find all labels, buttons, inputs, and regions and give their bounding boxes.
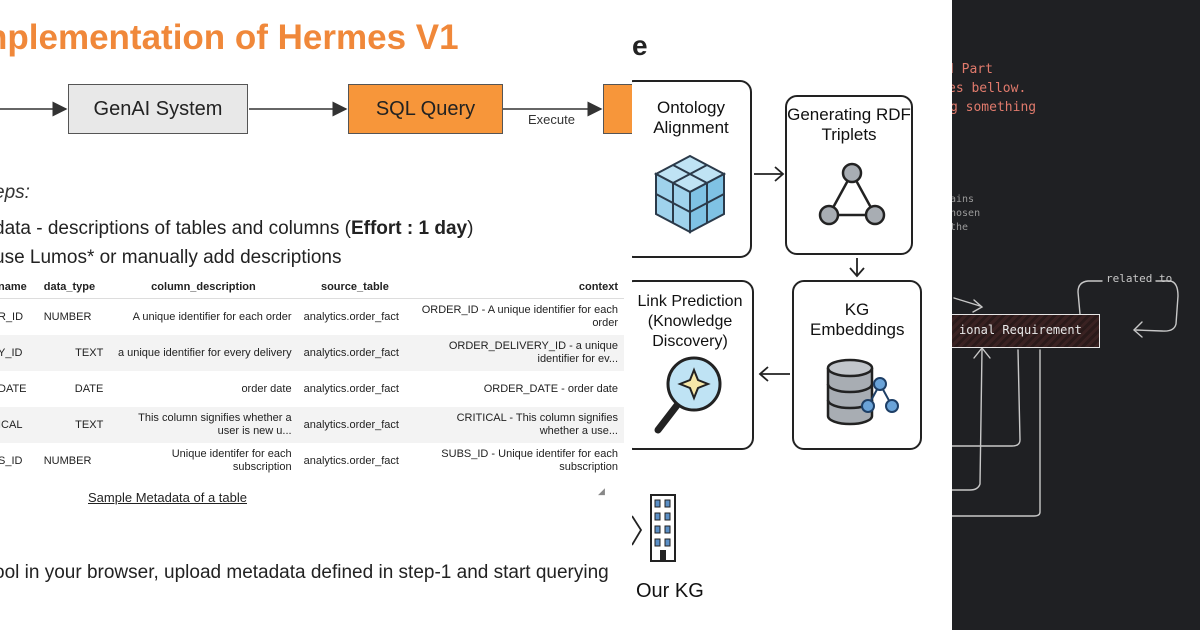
magnifier-sparkle-icon — [654, 356, 722, 434]
related-to-line-right — [1135, 280, 1179, 332]
col-header-context: context — [412, 276, 624, 299]
cell-name: S_ID — [0, 454, 23, 467]
arrowhead-rdf-to-kg — [849, 267, 865, 278]
sketch-arrow-left — [953, 297, 981, 307]
table-row: Y_ID TEXT a unique identifier for every … — [0, 335, 624, 371]
sketch-line-1 — [952, 349, 983, 491]
related-to-arrowhead — [1132, 321, 1143, 338]
cell-source-table: analytics.order_fact — [303, 382, 399, 395]
cell-name: ICAL — [0, 407, 38, 443]
metadata-table: name data_type column_description source… — [0, 276, 624, 479]
link-label: Link Prediction (Knowledge Discovery) — [637, 293, 743, 350]
arrowhead-kg-to-link — [758, 366, 769, 382]
col-header-column-description: column_description — [109, 276, 298, 299]
table-row: S_ID NUMBER Unique identifer for each su… — [0, 443, 624, 479]
resize-handle-icon[interactable]: ◢ — [598, 486, 605, 496]
kg-embeddings-label: KG Embeddings — [810, 300, 905, 339]
slide-title: nplementation of Hermes V1 — [0, 18, 459, 57]
flow-arrows — [0, 101, 603, 117]
building-icon — [650, 494, 676, 562]
cell-context: ORDER_DATE - order date — [483, 382, 618, 395]
kg-pipeline-diagram: e Ontology Alignment Generating RDF Trip… — [632, 0, 952, 630]
cell-column-description: Unique identifer for each subscription — [171, 448, 292, 473]
step1-pre: data - descriptions of tables and column… — [0, 218, 351, 239]
requirement-node[interactable]: ional Requirement — [952, 314, 1100, 348]
cell-data-type: TEXT — [37, 407, 110, 443]
cell-source-table: analytics.order_fact — [303, 310, 399, 323]
table-row: R_ID NUMBER A unique identifier for each… — [0, 299, 624, 336]
note-line-2: es bellow. — [952, 81, 1027, 96]
cell-column-description: This column signifies whether a user is … — [109, 407, 298, 443]
sketch-connectors — [952, 280, 1179, 517]
col-header-name: name — [0, 276, 38, 299]
step2-text: ool in your browser, upload metadata def… — [0, 562, 609, 583]
step1-effort: Effort : 1 day — [350, 218, 468, 239]
table-row: DATE DATE order date analytics.order_fac… — [0, 371, 624, 407]
our-kg-label: Our KG — [636, 580, 704, 602]
result-box — [603, 84, 632, 134]
sql-query-box: SQL Query — [348, 84, 503, 134]
col-header-source-table: source_table — [297, 276, 413, 299]
genai-system-box: GenAI System — [68, 84, 248, 134]
card-kg-embeddings: KG Embeddings — [792, 280, 922, 450]
arrowhead-ontology-to-rdf — [774, 166, 785, 182]
step1-post: ) — [467, 218, 474, 239]
card-link-prediction: Link Prediction (Knowledge Discovery) — [632, 280, 754, 450]
ontology-label: Ontology Alignment — [653, 98, 729, 137]
related-to-line-left — [1077, 280, 1103, 315]
cell-context: CRITICAL - This column signifies whether… — [412, 407, 624, 443]
gray-note-2: hosen — [952, 208, 981, 219]
chevron-right-icon — [632, 515, 643, 546]
cell-data-type: DATE — [74, 382, 104, 395]
sketch-line-2 — [952, 349, 1021, 447]
cell-column-description: a unique identifier for every delivery — [109, 335, 298, 371]
diagram-title: e — [632, 30, 648, 61]
cell-context: SUBS_ID - Unique identifer for each subs… — [441, 448, 618, 473]
cell-source-table: analytics.order_fact — [303, 454, 399, 467]
genai-label: GenAI System — [93, 97, 223, 120]
related-to-label: related to — [1106, 272, 1173, 285]
database-icon — [826, 358, 899, 426]
hermes-slide: nplementation of Hermes V1 GenAI System … — [0, 18, 632, 583]
requirement-label: ional Requirement — [959, 323, 1082, 337]
card-rdf-triplets: Generating RDF Triplets — [785, 95, 913, 255]
cell-context: ORDER_ID - A unique identifier for each … — [421, 304, 618, 329]
sql-label: SQL Query — [375, 97, 476, 120]
pipeline-arrows — [632, 166, 865, 546]
card-ontology-alignment: Ontology Alignment — [632, 80, 752, 258]
cell-data-type: NUMBER — [43, 310, 92, 323]
step1-text: data - descriptions of tables and column… — [0, 218, 473, 240]
execute-label: Execute — [528, 112, 575, 127]
sketch-line-3 — [952, 349, 1041, 517]
gray-note-3: the — [952, 222, 969, 233]
table-header-row: name data_type column_description source… — [0, 276, 624, 299]
cell-data-type: TEXT — [37, 335, 110, 371]
cell-data-type: NUMBER — [43, 454, 92, 467]
rdf-label: Generating RDF Triplets — [787, 105, 911, 144]
table-caption-link[interactable]: Sample Metadata of a table — [88, 490, 247, 505]
cell-name: R_ID — [0, 310, 24, 323]
cell-name: Y_ID — [0, 335, 38, 371]
col-header-data-type: data_type — [37, 276, 110, 299]
note-line-1: d Part — [952, 62, 993, 77]
table-row: ICAL TEXT This column signifies whether … — [0, 407, 624, 443]
cell-source-table: analytics.order_fact — [297, 407, 413, 443]
cell-context: ORDER_DELIVERY_ID - a unique identifier … — [412, 335, 624, 371]
sketch-canvas: d Part es bellow. g something ains hosen… — [952, 0, 1200, 630]
cube-icon — [653, 154, 727, 234]
triangle-graph-icon — [818, 162, 886, 226]
note-line-3: g something — [952, 100, 1037, 115]
cell-name: DATE — [0, 382, 27, 395]
sketch-arrowhead-left — [972, 299, 984, 313]
step1-subtext: use Lumos* or manually add descriptions — [0, 247, 342, 268]
steps-heading: eps: — [0, 182, 30, 203]
cell-column-description: A unique identifier for each order — [132, 310, 292, 323]
cell-source-table: analytics.order_fact — [297, 335, 413, 371]
gray-note-1: ains — [952, 194, 975, 205]
cell-column-description: order date — [241, 382, 292, 395]
sketch-arrowhead-up-1 — [973, 346, 991, 359]
